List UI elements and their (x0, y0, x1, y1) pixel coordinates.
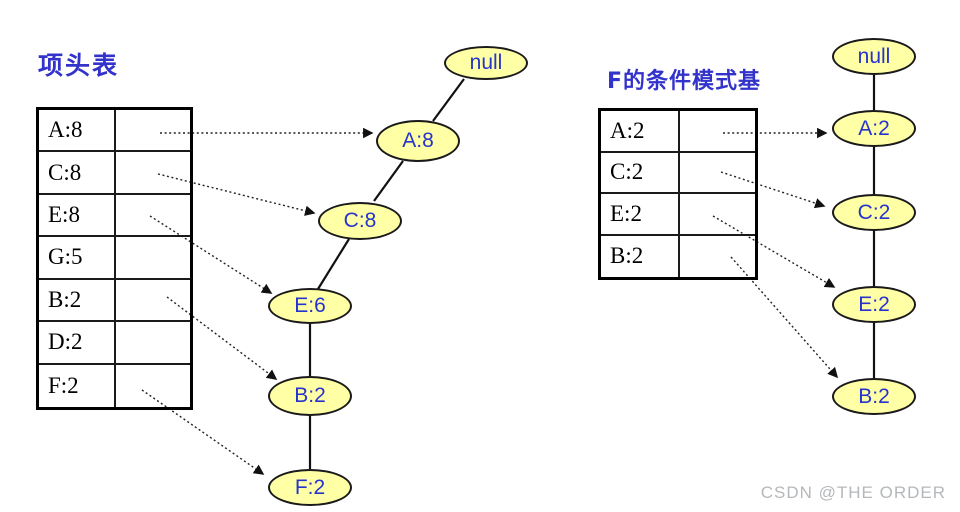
table-cell-pointer (680, 236, 755, 278)
cond-node-a2: A:2 (832, 110, 916, 147)
table-cell-item: B:2 (601, 235, 680, 277)
table-cell-item: D:2 (39, 322, 116, 365)
fp-tree-edges (308, 78, 465, 469)
table-cell-pointer (116, 152, 190, 195)
cond-node-null: null (832, 38, 916, 75)
edge-c8-e6 (317, 238, 350, 290)
table-cell-item: B:2 (39, 279, 116, 323)
table-cell-item: F:2 (39, 364, 116, 407)
edge-a8-c8 (373, 160, 404, 202)
watermark: CSDN @THE ORDER (760, 483, 946, 502)
tree-node-b2: B:2 (268, 376, 352, 416)
header-table-title: 项头表 (38, 51, 120, 80)
table-cell-item: G:5 (39, 237, 116, 280)
table-cell-pointer (680, 194, 755, 236)
cond-pattern-table: A:2 C:2 E:2 B:2 (598, 108, 758, 280)
cond-node-e2: E:2 (832, 286, 916, 323)
cond-table-links (712, 127, 839, 379)
tree-node-a8: A:8 (376, 120, 460, 162)
table-cell-pointer (116, 365, 190, 407)
tree-node-f2: F:2 (268, 469, 352, 506)
table-cell-pointer (680, 153, 755, 194)
table-cell-pointer (116, 195, 190, 238)
table-cell-item: A:8 (39, 110, 116, 153)
table-cell-item: C:8 (39, 152, 116, 195)
table-cell-pointer (116, 280, 190, 323)
table-cell-pointer (680, 111, 755, 153)
link-arrow-c8 (157, 173, 316, 216)
link-arrow-f2 (141, 389, 265, 475)
link-arrow-e2c (712, 215, 836, 288)
header-table-links (141, 127, 374, 475)
table-cell-pointer (116, 110, 190, 153)
table-cell-item: A:2 (601, 111, 680, 153)
tree-node-null: null (444, 46, 528, 80)
table-cell-item: E:2 (601, 194, 680, 236)
cond-node-b2: B:2 (832, 378, 916, 415)
table-cell-pointer (116, 322, 190, 365)
tree-node-e6: E:6 (268, 288, 352, 324)
table-cell-item: E:8 (39, 194, 116, 238)
cond-node-c2: C:2 (832, 194, 916, 231)
table-cell-pointer (116, 237, 190, 280)
header-table: A:8 C:8 E:8 G:5 B:2 D:2 F:2 (36, 107, 193, 410)
link-arrow-e6 (149, 215, 273, 294)
table-cell-item: C:2 (601, 152, 680, 194)
edge-null-a8 (432, 78, 465, 122)
tree-node-c8: C:8 (318, 202, 402, 240)
link-arrow-b2c (730, 256, 839, 379)
cond-pattern-base-title: F的条件模式基 (607, 69, 762, 94)
